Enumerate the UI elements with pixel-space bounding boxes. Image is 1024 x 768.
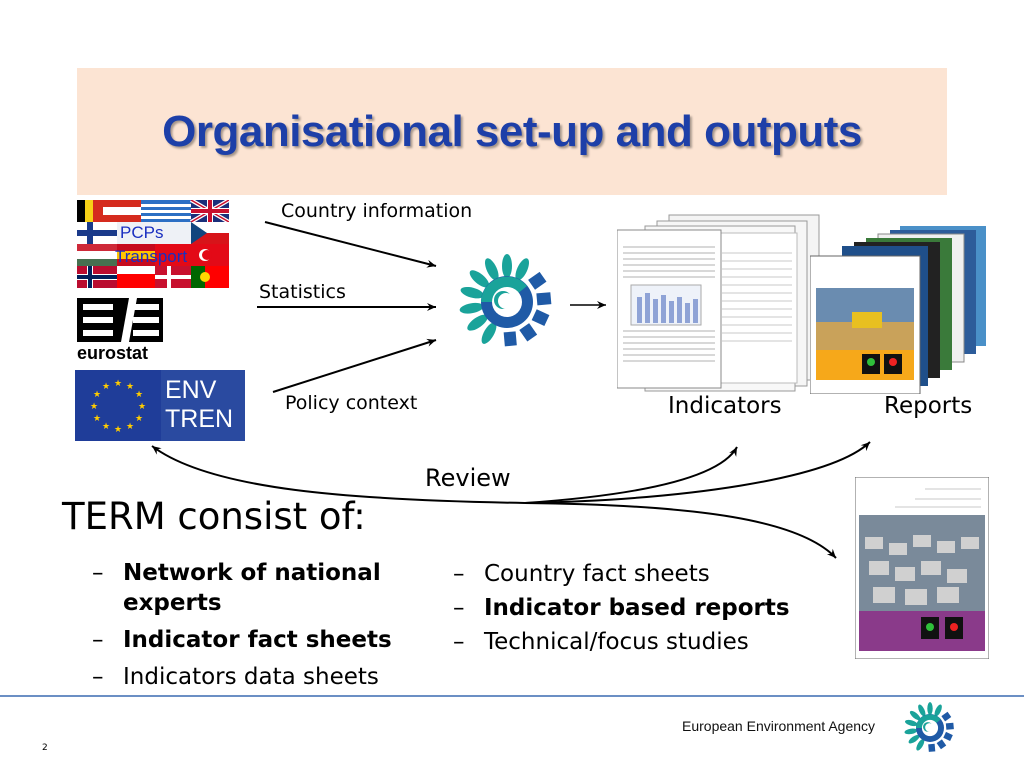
bullet-indicators-data-sheets: Indicators data sheets bbox=[123, 664, 379, 690]
country-information-label: Country information bbox=[281, 200, 473, 222]
eu-flag-icon: ★★★★ ★★★★ ★★★★ bbox=[75, 370, 161, 441]
pcps-label: PCPs bbox=[120, 223, 164, 242]
bullet-network-experts-cont: experts bbox=[123, 590, 222, 616]
policy-context-label: Policy context bbox=[285, 392, 418, 414]
eurostat-text: eurostat bbox=[77, 343, 149, 363]
statistics-label: Statistics bbox=[259, 281, 346, 303]
svg-text:★: ★ bbox=[90, 402, 98, 412]
page-number: 2 bbox=[42, 743, 48, 753]
bullet-country-fact-sheets: Country fact sheets bbox=[484, 561, 710, 587]
bullet-dash: – bbox=[453, 629, 465, 655]
eu-flag-box: ★★★★ ★★★★ ★★★★ ENV TREN bbox=[75, 370, 245, 441]
review-label: Review bbox=[425, 464, 511, 492]
bullet-indicator-fact-sheets: Indicator fact sheets bbox=[123, 627, 392, 653]
bullet-dash: – bbox=[92, 560, 104, 586]
bullet-technical-focus-studies: Technical/focus studies bbox=[484, 629, 749, 655]
country-info-arrow bbox=[264, 221, 437, 268]
title-band bbox=[77, 68, 947, 195]
footer-divider bbox=[0, 695, 1024, 697]
eea-logo-icon bbox=[459, 254, 552, 347]
env-label: ENV bbox=[165, 376, 217, 404]
bullet-dash: – bbox=[453, 561, 465, 587]
svg-text:★: ★ bbox=[135, 414, 143, 424]
bullet-dash: – bbox=[92, 627, 104, 653]
reports-covers-image bbox=[809, 226, 988, 395]
bullet-network-experts: Network of national bbox=[123, 560, 381, 586]
term-heading: TERM consist of: bbox=[62, 495, 366, 538]
svg-text:★: ★ bbox=[102, 382, 110, 392]
indicators-label: Indicators bbox=[668, 393, 782, 419]
policy-context-arrow bbox=[272, 338, 437, 393]
svg-text:★: ★ bbox=[93, 414, 101, 424]
svg-text:★: ★ bbox=[138, 402, 146, 412]
bullet-indicator-based-reports: Indicator based reports bbox=[484, 595, 790, 621]
tren-label: TREN bbox=[165, 405, 234, 433]
bullet-dash: – bbox=[92, 664, 104, 690]
indicators-documents-image bbox=[616, 213, 823, 393]
review-arrow-to-sources bbox=[151, 445, 526, 504]
svg-text:★: ★ bbox=[102, 422, 110, 432]
pcps-flags-image bbox=[77, 200, 229, 288]
review-arrow-to-term-report bbox=[524, 502, 837, 559]
reports-label: Reports bbox=[884, 393, 973, 419]
eurostat-logo-icon bbox=[77, 298, 169, 364]
svg-text:★: ★ bbox=[93, 390, 101, 400]
svg-text:★: ★ bbox=[114, 425, 122, 435]
review-arrow-to-reports bbox=[524, 441, 871, 504]
transport-label: Transport bbox=[115, 247, 188, 266]
footer-agency-name: European Environment Agency bbox=[682, 718, 876, 734]
bullet-dash: – bbox=[453, 595, 465, 621]
svg-text:★: ★ bbox=[135, 390, 143, 400]
page-title: Organisational set-up and outputs bbox=[162, 106, 862, 156]
svg-text:★: ★ bbox=[114, 379, 122, 389]
svg-text:★: ★ bbox=[126, 422, 134, 432]
term-report-cover-image bbox=[854, 476, 990, 660]
review-arrow-to-indicators bbox=[524, 446, 738, 504]
svg-text:★: ★ bbox=[126, 382, 134, 392]
eea-footer-logo-icon bbox=[904, 702, 954, 752]
